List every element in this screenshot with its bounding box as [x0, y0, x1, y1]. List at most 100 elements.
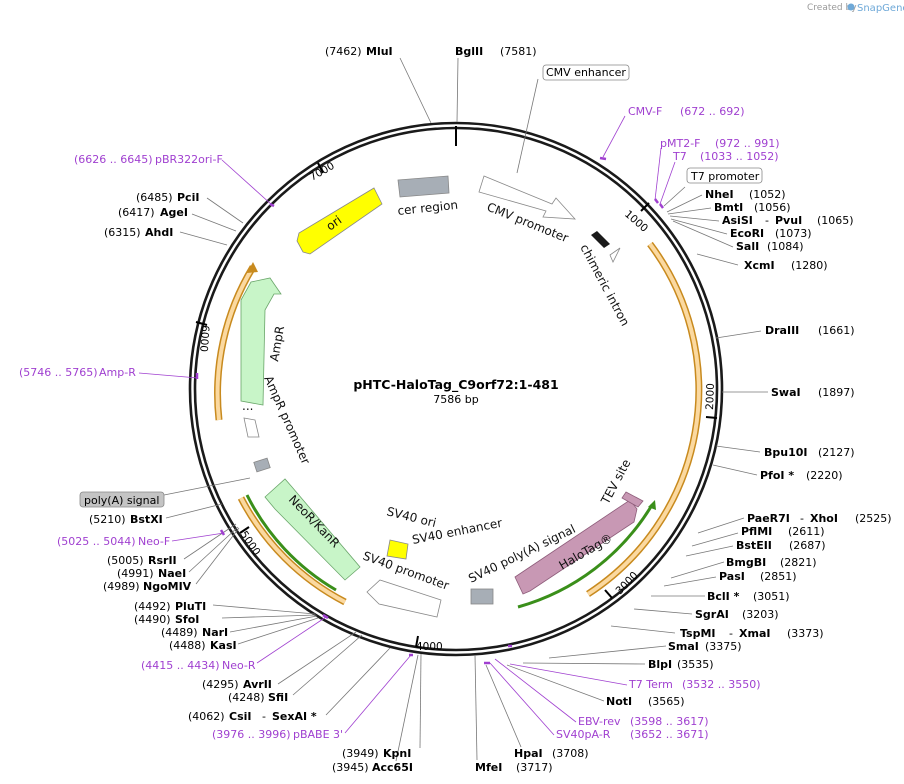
orf-arc-lower-left-fill: [239, 497, 346, 604]
enzyme-pvui-name: PvuI: [775, 214, 802, 227]
neor-feature: [264, 478, 361, 581]
enzyme-bmgbi-pos: (2821): [780, 556, 817, 569]
sv40-promoter-feature: [366, 579, 442, 618]
enzyme-nhei-pos: (1052): [749, 188, 786, 201]
tick-label-7000: 7000: [308, 160, 337, 184]
mark-pbr322ori-f: [269, 202, 275, 208]
leader-nari: [229, 615, 318, 633]
tick-label-2000: 2000: [704, 383, 717, 410]
leader-xhoi: [697, 517, 745, 534]
mark-pmt2-f: [654, 198, 659, 204]
enzyme-bsteii-pos: (2687): [789, 539, 826, 552]
enzyme-sexai-name: SexAI *: [272, 710, 317, 723]
enzyme-tspmi-name: TspMI: [680, 627, 716, 640]
leader-neo-f: [171, 532, 225, 542]
tick-4000: [415, 635, 419, 648]
primer-marks: [195, 156, 664, 665]
tick-label-6000: 6000: [197, 325, 211, 353]
primer-sv40pa-r-range: (3652 .. 3671): [630, 728, 709, 741]
chimeric-intron-label: chimeric intron: [577, 242, 632, 329]
primer-t7-name: T7: [672, 150, 687, 163]
enzyme-blpi-pos: (3535): [677, 658, 714, 671]
primer-pmt2-f-range: (972 .. 991): [715, 137, 780, 150]
mark-cmv-f: [599, 156, 607, 161]
leader-kpni: [419, 653, 422, 749]
enzyme-bmti-pos: (1056): [754, 201, 791, 214]
leader-asisi: [669, 215, 720, 222]
enzyme-sfoi-pos: (4490): [134, 613, 171, 626]
leader-sv40pa-r: [489, 662, 555, 736]
enzyme-acc65i-name: Acc65I: [372, 761, 413, 774]
leader-csii: [325, 647, 391, 716]
enzyme-draiii-name: DraIII: [765, 324, 799, 337]
leader-bpu10i: [715, 445, 761, 453]
polya-signal-feature: [253, 457, 271, 473]
enzyme-kpni-pos: (3949): [342, 747, 379, 760]
mark-t7: [659, 203, 664, 209]
sv40-polya-feature: [470, 588, 494, 605]
enzyme-pluti-name: PluTI: [175, 600, 206, 613]
enzyme-ecori-name: EcoRI: [730, 227, 764, 240]
enzyme-bpu10i-pos: (2127): [818, 446, 855, 459]
backbone-outer: [188, 121, 724, 657]
chimeric-intron-arrow: [609, 247, 621, 263]
enzyme-asisi-name: AsiSI: [722, 214, 753, 227]
enzyme-draiii-pos: (1661): [818, 324, 855, 337]
leader-sgrai: [633, 608, 693, 615]
leader-pbr322ori-f: [221, 159, 273, 206]
leader-cmv-f: [602, 115, 626, 158]
leader-bmgbi: [670, 561, 725, 579]
enzyme-bstxi-pos: (5210): [89, 513, 126, 526]
tick-1000: [640, 202, 650, 212]
leader-ahdi: [179, 231, 228, 246]
leader-sali: [672, 220, 734, 248]
enzyme-rsrii-name: RsrII: [148, 554, 177, 567]
enzyme-bmgbi-name: BmgBI: [726, 556, 766, 569]
cmv-enhancer-label: CMV enhancer: [546, 66, 626, 79]
enzyme-pasi-name: PasI: [719, 570, 745, 583]
leader-avrii: [277, 631, 357, 685]
orf-arc-left-fill: [215, 265, 255, 421]
tick-6000: [195, 321, 208, 326]
tick-3000: [604, 589, 613, 599]
cmv-promoter-feature: [478, 175, 576, 220]
enzyme-naei-name: NaeI: [158, 567, 186, 580]
chimeric-intron-mark: [591, 231, 610, 248]
enzyme-ngomiv-pos: (4989): [103, 580, 140, 593]
enzyme-xcmi-pos: (1280): [791, 259, 828, 272]
enzyme-pasi-pos: (2851): [760, 570, 797, 583]
enzyme-bstxi-name: BstXI: [130, 513, 163, 526]
enzyme-noti-pos: (3565): [648, 695, 685, 708]
leader-sfii: [292, 634, 363, 696]
primer-neo-f-range: (5025 .. 5044): [57, 535, 136, 548]
leader-mfei: [474, 654, 478, 761]
enzyme-sgrai-name: SgrAI: [695, 608, 729, 621]
primer-t7-term-name: T7 Term: [628, 678, 673, 691]
plasmid-length: 7586 bp: [433, 393, 478, 406]
enzyme-hpai-pos: (3708): [552, 747, 589, 760]
enzyme-bmti-name: BmtI: [714, 201, 743, 214]
leader-pmt2-f: [654, 147, 662, 201]
enzyme-sfii-pos: (4248): [228, 691, 265, 704]
enzyme-bsteii-name: BstEII: [736, 539, 772, 552]
ampr-promoter-label: AmpR promoter: [261, 374, 313, 467]
enzyme-asisi-sep: -: [765, 214, 769, 227]
enzyme-pfoi-pos: (2220): [806, 469, 843, 482]
leader-pfoi: [712, 464, 758, 476]
enzyme-rsrii-pos: (5005): [107, 554, 144, 567]
enzyme-bcli-pos: (3051): [753, 590, 790, 603]
orf-arc-right-fill: [586, 242, 701, 596]
enzyme-sgrai-pos: (3203): [742, 608, 779, 621]
credit-prefix: Created by: [807, 3, 857, 13]
primer-pmt2-f-name: pMT2-F: [660, 137, 701, 150]
cer-region-label: cer region: [397, 198, 459, 218]
enzyme-bglii-name: BglII: [455, 45, 483, 58]
enzyme-blpi-name: BlpI: [648, 658, 672, 671]
enzyme-xcmi-name: XcmI: [744, 259, 775, 272]
leader-ecori: [670, 218, 728, 235]
leader-pbabe3: [344, 654, 412, 734]
enzyme-nhei-name: NheI: [705, 188, 734, 201]
tick-2000: [705, 416, 718, 419]
ampr-feature: [240, 277, 282, 406]
